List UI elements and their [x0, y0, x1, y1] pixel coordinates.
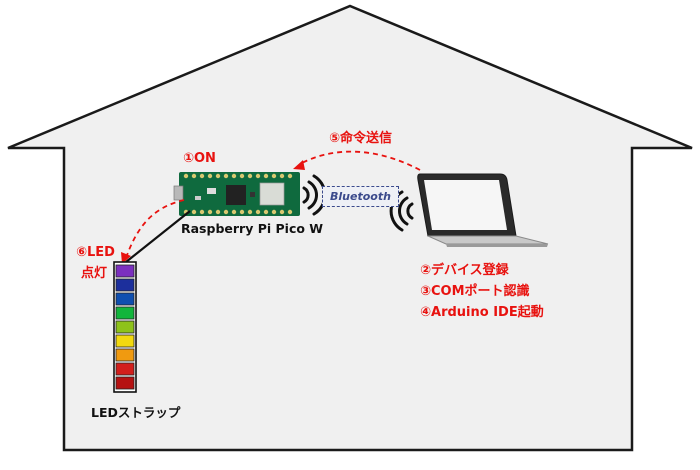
led-command-arrow: [125, 199, 185, 259]
led-segment: [115, 376, 135, 390]
step6-label-line2: 点灯: [81, 266, 108, 281]
led-segment: [115, 320, 135, 334]
pico-name-label: Raspberry Pi Pico W: [181, 221, 324, 236]
led-segment: [115, 278, 135, 292]
step1-label: ①ON: [183, 151, 216, 166]
step3-label: ③COMポート認識: [420, 284, 530, 299]
command-send-arrowhead: [293, 160, 305, 170]
laptop-icon: [417, 173, 549, 247]
wire: [125, 210, 191, 263]
step2-label: ②デバイス登録: [420, 263, 509, 278]
led-segment: [115, 348, 135, 362]
step5-label: ⑤命令送信: [329, 131, 393, 146]
led-segment: [115, 292, 135, 306]
step6-label-line1: ⑥LED: [76, 245, 115, 260]
raspberry-pi-board: [173, 172, 300, 216]
step4-label: ④Arduino IDE起動: [420, 305, 544, 320]
led-segment: [115, 306, 135, 320]
led-segment: [115, 334, 135, 348]
house-outline: [7, 4, 693, 452]
led-segment: [115, 362, 135, 376]
led-segment: [115, 264, 135, 278]
bluetooth-label: Bluetooth: [322, 186, 399, 207]
led-strap-label: LEDストラップ: [91, 405, 181, 420]
led-command-arrowhead: [121, 252, 131, 264]
